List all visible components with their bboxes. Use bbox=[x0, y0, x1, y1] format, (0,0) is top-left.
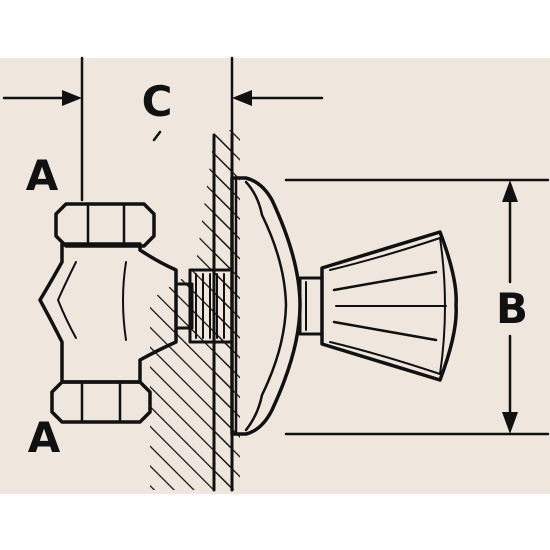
label-c: C bbox=[142, 77, 173, 126]
label-a-top: A bbox=[26, 151, 59, 200]
dimension-b: B bbox=[284, 178, 550, 436]
valve-stem bbox=[298, 276, 324, 336]
top-hex-nut bbox=[54, 202, 156, 248]
arrow-head-left bbox=[62, 90, 82, 106]
valve-body bbox=[38, 242, 178, 384]
label-b: B bbox=[496, 284, 528, 333]
dimension-c: C bbox=[2, 56, 324, 202]
arrow-head-bottom bbox=[502, 412, 518, 434]
arrow-head-top bbox=[502, 180, 518, 202]
escutcheon-flange bbox=[230, 176, 302, 436]
arrow-head-right bbox=[232, 90, 252, 106]
bottom-hex-nut bbox=[50, 380, 152, 424]
label-a-bottom: A bbox=[28, 413, 61, 462]
valve-handle bbox=[320, 230, 458, 382]
threaded-connector bbox=[174, 268, 234, 344]
leader-tick bbox=[152, 130, 162, 142]
